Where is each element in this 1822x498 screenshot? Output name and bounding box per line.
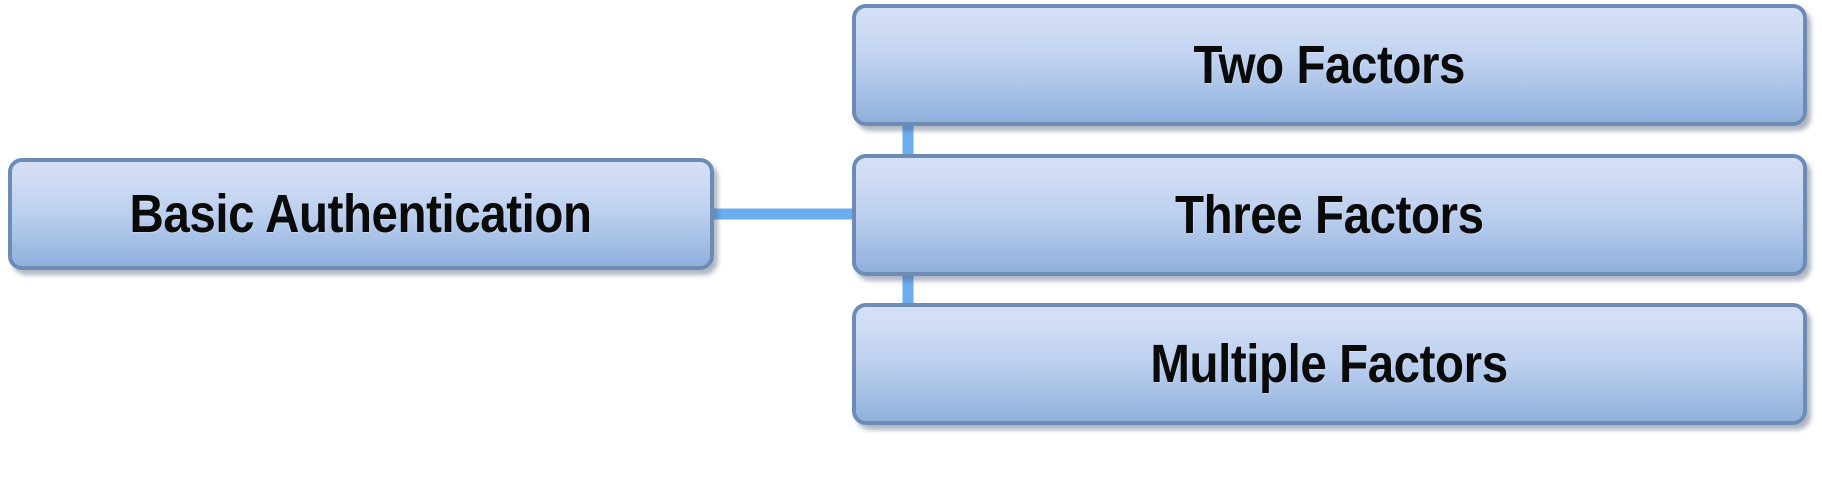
node-two-factors-label: Two Factors: [1193, 35, 1466, 95]
node-basic-authentication-label: Basic Authentication: [129, 184, 593, 244]
node-three-factors[interactable]: Three Factors: [852, 154, 1807, 276]
node-basic-authentication[interactable]: Basic Authentication: [8, 158, 714, 270]
node-multiple-factors-label: Multiple Factors: [1150, 334, 1509, 394]
node-multiple-factors[interactable]: Multiple Factors: [852, 303, 1807, 425]
node-two-factors[interactable]: Two Factors: [852, 4, 1807, 126]
node-three-factors-label: Three Factors: [1175, 185, 1484, 245]
